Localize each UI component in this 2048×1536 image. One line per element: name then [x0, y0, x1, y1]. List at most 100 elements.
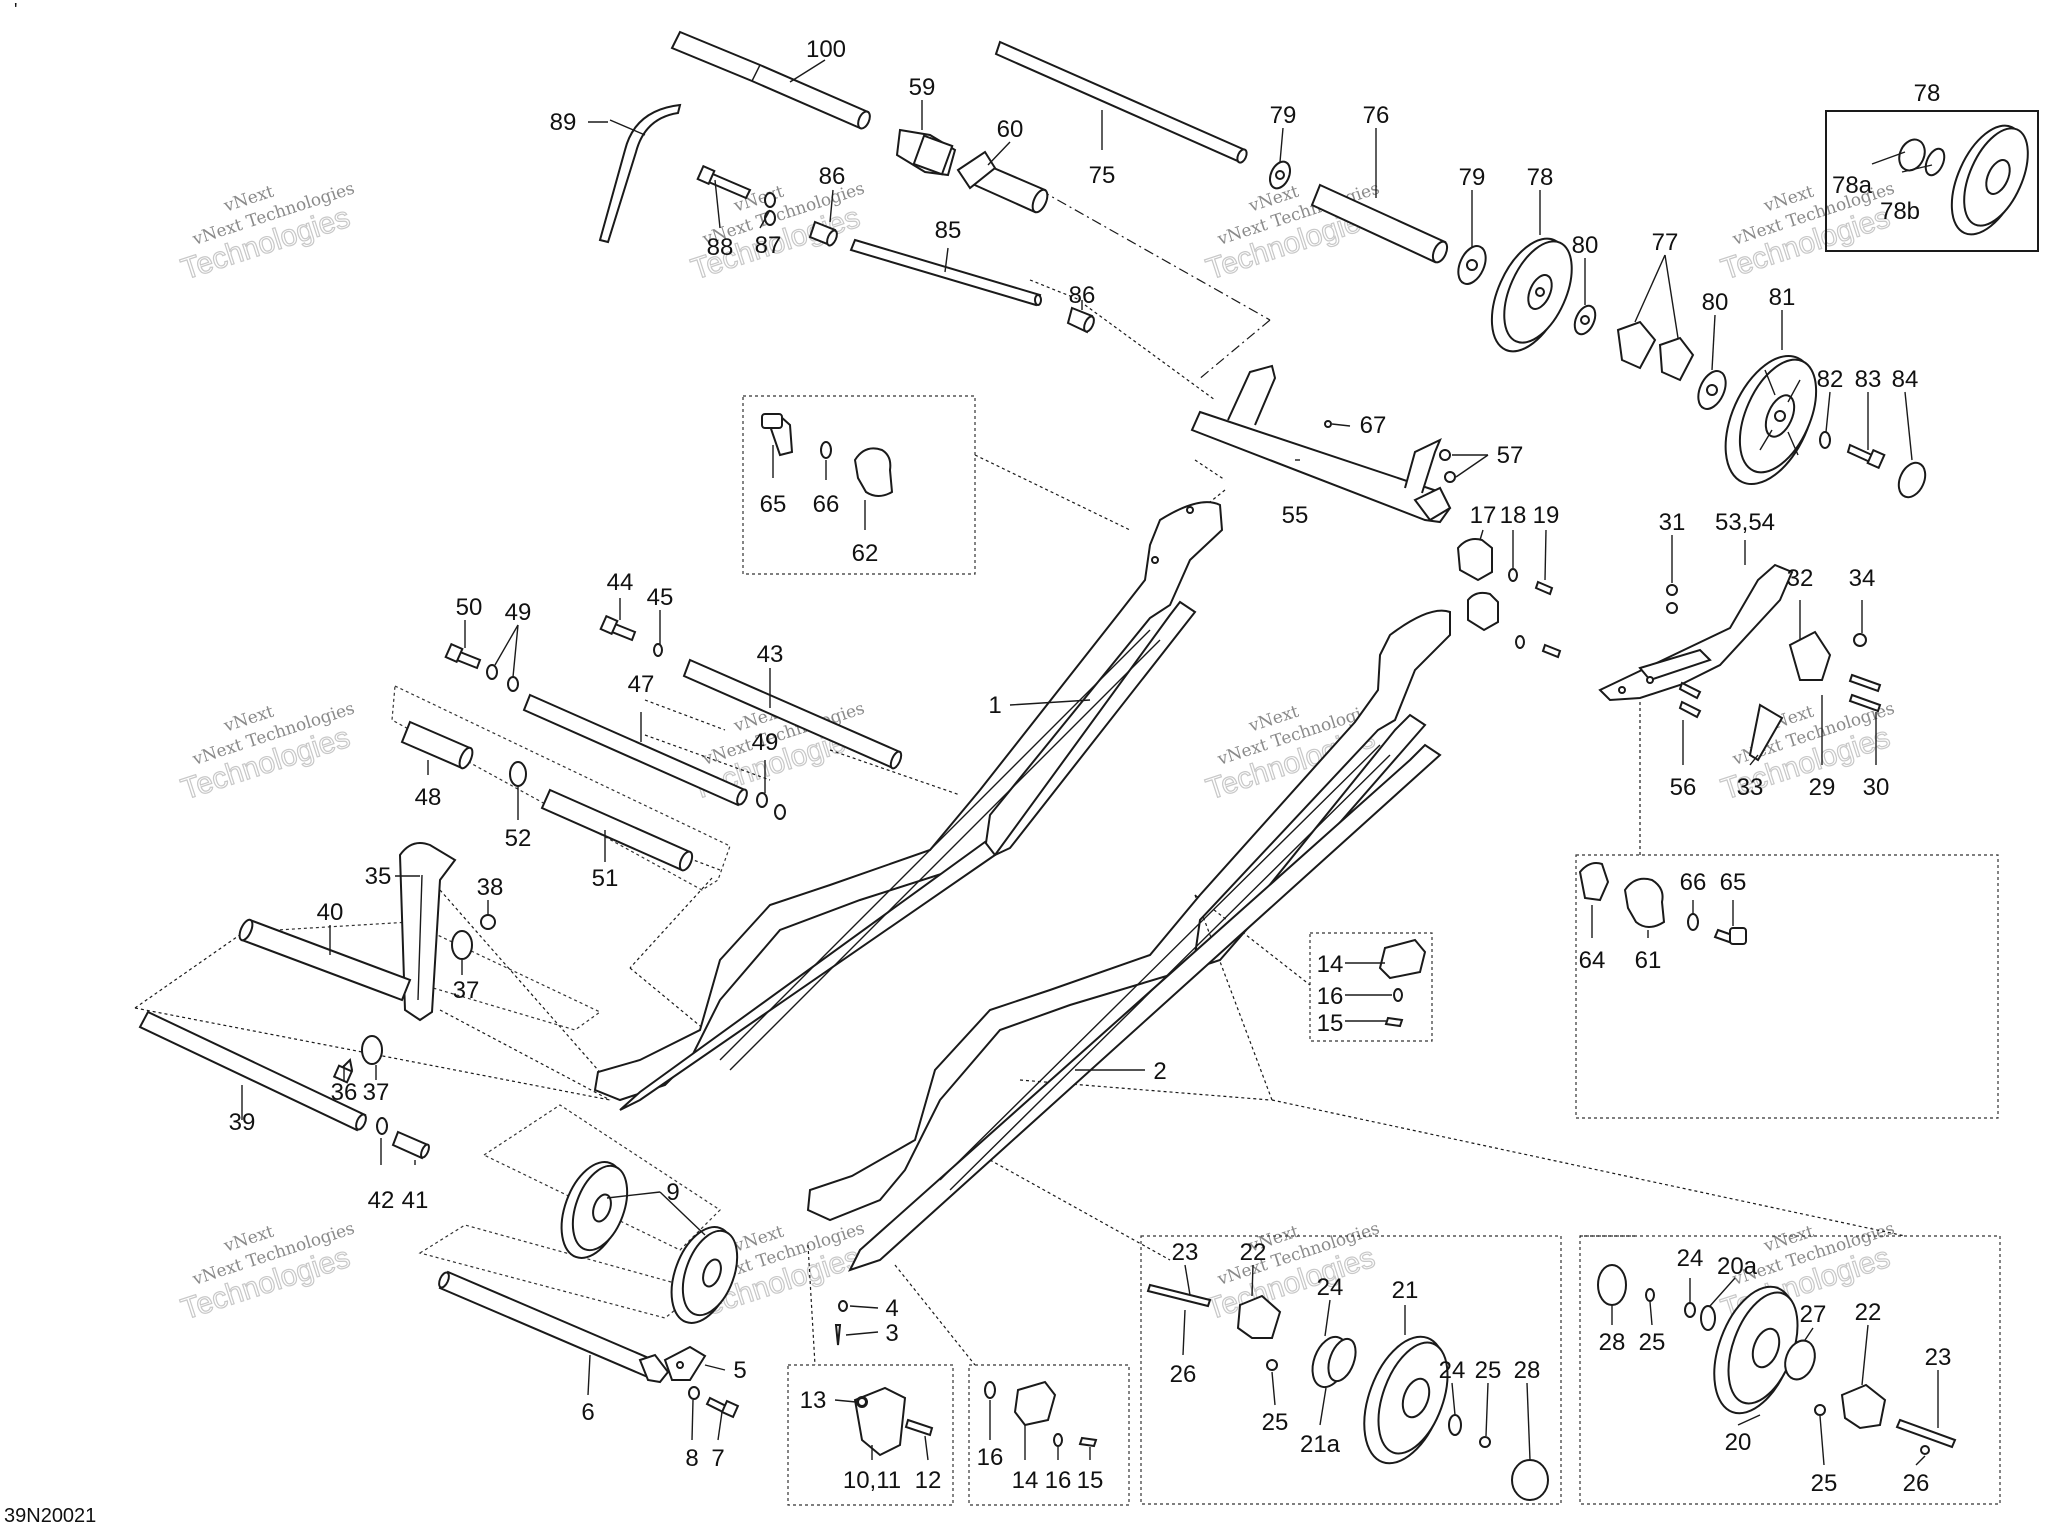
callout-78b: 78b — [1880, 198, 1920, 225]
callout-51: 51 — [592, 865, 619, 892]
callout-60: 60 — [997, 116, 1024, 143]
callout-24a: 24 — [1317, 1274, 1344, 1301]
bolt-7 — [705, 1396, 740, 1419]
callout-31: 31 — [1659, 509, 1686, 536]
callout-29: 29 — [1809, 774, 1836, 801]
callout-33: 33 — [1737, 774, 1764, 801]
callout-13: 13 — [800, 1387, 827, 1414]
nut-13 — [857, 1397, 867, 1407]
callout-18: 18 — [1500, 502, 1527, 529]
callout-43: 43 — [757, 641, 784, 668]
wheel-78-exploded — [1898, 124, 2029, 236]
callout-14a: 14 — [1317, 951, 1344, 978]
callout-66b: 66 — [1680, 869, 1707, 896]
leader-lines — [241, 59, 1939, 1466]
callout-42: 42 — [368, 1187, 395, 1214]
rear-arm-55 — [1190, 364, 1452, 524]
bolt-30 — [1848, 673, 1882, 713]
box-bumper-kit-right — [1575, 854, 1999, 1119]
box-bracket-10-11 — [787, 1364, 954, 1506]
callout-34: 34 — [1849, 565, 1876, 592]
callout-28b: 28 — [1599, 1329, 1626, 1356]
callout-75: 75 — [1089, 162, 1116, 189]
box-shaft-48-52 — [391, 685, 731, 891]
callout-79a: 79 — [1270, 102, 1297, 129]
callout-83: 83 — [1855, 366, 1882, 393]
bumper-kit-61 — [1578, 862, 1747, 945]
watermark: vNext vNext Technologies Technologies — [1717, 179, 1898, 287]
callout-27: 27 — [1800, 1301, 1827, 1328]
callout-10-11: 10,11 — [843, 1467, 901, 1494]
bracket-5 — [663, 1345, 707, 1381]
axle-6 — [438, 1270, 670, 1384]
callout-50: 50 — [456, 594, 483, 621]
shaft-100 — [670, 30, 871, 130]
callout-28a: 28 — [1514, 1357, 1541, 1384]
washer-37a — [451, 930, 473, 960]
diagram-code: 39N20021 — [4, 1505, 97, 1527]
callout-89: 89 — [550, 109, 577, 136]
tube-51 — [540, 788, 694, 872]
assembly-lines — [134, 189, 1906, 1366]
callout-48: 48 — [415, 784, 442, 811]
shaft-85 — [849, 238, 1042, 307]
callout-49b: 49 — [752, 729, 779, 756]
washer-4 — [838, 1300, 848, 1312]
callout-66a: 66 — [813, 491, 840, 518]
callout-25a: 25 — [1262, 1409, 1289, 1436]
nuts-57 — [1439, 449, 1456, 483]
callout-26a: 26 — [1170, 1361, 1197, 1388]
callout-55: 55 — [1282, 502, 1309, 529]
spacer-60 — [956, 150, 1049, 214]
callout-23a: 23 — [1172, 1239, 1199, 1266]
bushing-77 — [1616, 320, 1695, 382]
callout-86b: 86 — [1069, 282, 1096, 309]
washer-8 — [688, 1386, 700, 1400]
watermark: vNext vNext Technologies Technologies — [1202, 1219, 1383, 1327]
spring-hook-89 — [598, 103, 682, 244]
callout-25b: 25 — [1475, 1357, 1502, 1384]
callout-16b: 16 — [977, 1444, 1004, 1471]
callout-24c: 24 — [1677, 1245, 1704, 1272]
callout-88: 88 — [707, 234, 734, 261]
callout-38: 38 — [477, 874, 504, 901]
callout-16a: 16 — [1317, 983, 1344, 1010]
box-wheels-9 — [482, 1104, 721, 1251]
box-wheel-21 — [1140, 1235, 1562, 1505]
box-slider-14b — [968, 1364, 1130, 1506]
box-wheel-78 — [1825, 110, 2039, 252]
callout-45: 45 — [647, 584, 674, 611]
callout-12: 12 — [915, 1467, 942, 1494]
callout-77: 77 — [1652, 229, 1679, 256]
wheel-20-assembly — [1597, 1264, 1957, 1455]
callout-49a: 49 — [505, 599, 532, 626]
callout-78-box: 78 — [1914, 80, 1941, 107]
callout-9: 9 — [666, 1179, 679, 1206]
callout-32: 32 — [1787, 565, 1814, 592]
callout-41: 41 — [402, 1187, 429, 1214]
callout-19: 19 — [1533, 502, 1560, 529]
callout-85: 85 — [935, 217, 962, 244]
nut-38 — [480, 914, 496, 930]
rail-2 — [806, 609, 1451, 1272]
callout-67: 67 — [1360, 412, 1387, 439]
callout-47: 47 — [628, 671, 655, 698]
wheel-81 — [1724, 354, 1818, 486]
callout-39: 39 — [229, 1109, 256, 1136]
callout-87: 87 — [755, 232, 782, 259]
bolt-50 — [444, 642, 482, 670]
callout-16c: 16 — [1045, 1467, 1072, 1494]
callout-24b: 24 — [1439, 1357, 1466, 1384]
callout-15a: 15 — [1317, 1010, 1344, 1037]
callout-80a: 80 — [1572, 232, 1599, 259]
callout-30: 30 — [1863, 774, 1890, 801]
wheel-78 — [1490, 237, 1573, 353]
callout-25d: 25 — [1811, 1470, 1838, 1497]
watermark: vNext vNext Technologies Technologies — [177, 699, 358, 807]
callout-21a: 21a — [1300, 1431, 1341, 1458]
callout-62: 62 — [852, 540, 879, 567]
callout-25c: 25 — [1639, 1329, 1666, 1356]
shaft-47 — [522, 693, 748, 807]
arm-35 — [398, 842, 457, 1022]
